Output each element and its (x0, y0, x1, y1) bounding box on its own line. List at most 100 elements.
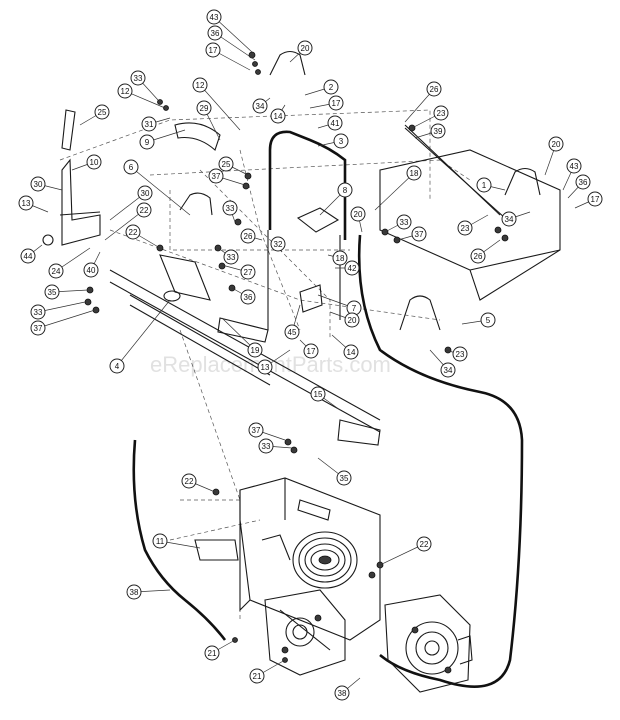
leader-line (130, 166, 191, 216)
callout-14: 14 (343, 344, 359, 360)
callout-34: 34 (252, 98, 268, 114)
callout-25: 25 (94, 104, 110, 120)
callout-41: 41 (327, 115, 343, 131)
callout-26: 26 (240, 228, 256, 244)
callout-circle (426, 81, 442, 97)
callout-number: 14 (347, 348, 356, 357)
curved-lever (174, 122, 221, 151)
callout-number: 11 (156, 537, 165, 546)
bail-handles (179, 50, 541, 331)
callout-number: 15 (314, 390, 323, 399)
callout-circle (83, 262, 99, 278)
callout-number: 21 (208, 649, 217, 658)
callout-circle (328, 95, 344, 111)
callout-circle (20, 248, 36, 264)
callout-26: 26 (426, 81, 442, 97)
callout-33: 33 (258, 438, 274, 454)
callout-circle (240, 228, 256, 244)
leader-line (199, 84, 241, 131)
callout-number: 18 (410, 169, 419, 178)
callout-22: 22 (125, 224, 141, 240)
callout-circle (30, 304, 46, 320)
callout-circle (587, 191, 603, 207)
callout-circle (208, 168, 224, 184)
callout-circle (430, 123, 446, 139)
callout-number: 45 (288, 328, 297, 337)
callout-number: 21 (253, 672, 262, 681)
leader-line (213, 16, 253, 53)
callout-circle (343, 344, 359, 360)
callout-number: 13 (22, 199, 31, 208)
callout-number: 40 (87, 266, 96, 275)
callout-number: 27 (244, 268, 253, 277)
callout-36: 36 (207, 25, 223, 41)
callout-32: 32 (270, 236, 286, 252)
callout-34: 34 (501, 211, 517, 227)
callout-number: 29 (200, 104, 209, 113)
callout-21: 21 (249, 668, 265, 684)
callout-18: 18 (332, 250, 348, 266)
callout-circle (192, 77, 208, 93)
callout-circle (141, 116, 157, 132)
callout-circle (222, 200, 238, 216)
callout-number: 12 (121, 87, 130, 96)
callout-circle (48, 263, 64, 279)
callout-circle (247, 342, 263, 358)
callout-number: 20 (301, 44, 310, 53)
callout-42: 42 (344, 260, 360, 276)
callout-number: 17 (209, 46, 218, 55)
callout-circle (396, 214, 412, 230)
callout-circle (252, 98, 268, 114)
callout-27: 27 (240, 264, 256, 280)
callout-number: 39 (434, 127, 443, 136)
callout-circle (323, 79, 339, 95)
callout-circle (152, 533, 168, 549)
callout-20: 20 (344, 312, 360, 328)
callout-37: 37 (30, 320, 46, 336)
callout-circle (196, 100, 212, 116)
callout-number: 25 (222, 160, 231, 169)
callout-1: 1 (476, 177, 492, 193)
callout-circle (575, 174, 591, 190)
callout-number: 17 (591, 195, 600, 204)
leader-line (221, 317, 256, 351)
callout-circle (457, 220, 473, 236)
callout-circle (284, 324, 300, 340)
callout-25: 25 (218, 156, 234, 172)
callout-circle (207, 25, 223, 41)
callout-number: 42 (348, 264, 357, 273)
callout-circle (332, 250, 348, 266)
callout-11: 11 (152, 533, 168, 549)
leader-line (214, 32, 256, 61)
callout-31: 31 (141, 116, 157, 132)
callout-13: 13 (257, 359, 273, 375)
callout-number: 30 (141, 189, 150, 198)
callout-number: 43 (210, 13, 219, 22)
callout-number: 33 (400, 218, 409, 227)
callout-number: 22 (185, 477, 194, 486)
callout-21: 21 (204, 645, 220, 661)
callout-circle (86, 154, 102, 170)
callout-34: 34 (440, 362, 456, 378)
leader-line (104, 209, 145, 241)
callout-circle (333, 133, 349, 149)
callout-number: 20 (552, 140, 561, 149)
gearbox-left (264, 589, 346, 676)
callout-number: 20 (348, 316, 357, 325)
callout-number: 19 (251, 346, 260, 355)
callout-circle (123, 159, 139, 175)
callout-number: 12 (196, 81, 205, 90)
leader-line (116, 299, 171, 367)
callout-23: 23 (433, 105, 449, 121)
callout-circle (206, 9, 222, 25)
callout-circle (94, 104, 110, 120)
callout-15: 15 (310, 386, 326, 402)
callout-23: 23 (457, 220, 473, 236)
hardware-bolts (84, 51, 509, 663)
callout-number: 17 (332, 99, 341, 108)
callout-number: 18 (336, 254, 345, 263)
callout-number: 33 (262, 442, 271, 451)
callout-40: 40 (83, 262, 99, 278)
callout-circle (310, 386, 326, 402)
callout-12: 12 (117, 83, 133, 99)
